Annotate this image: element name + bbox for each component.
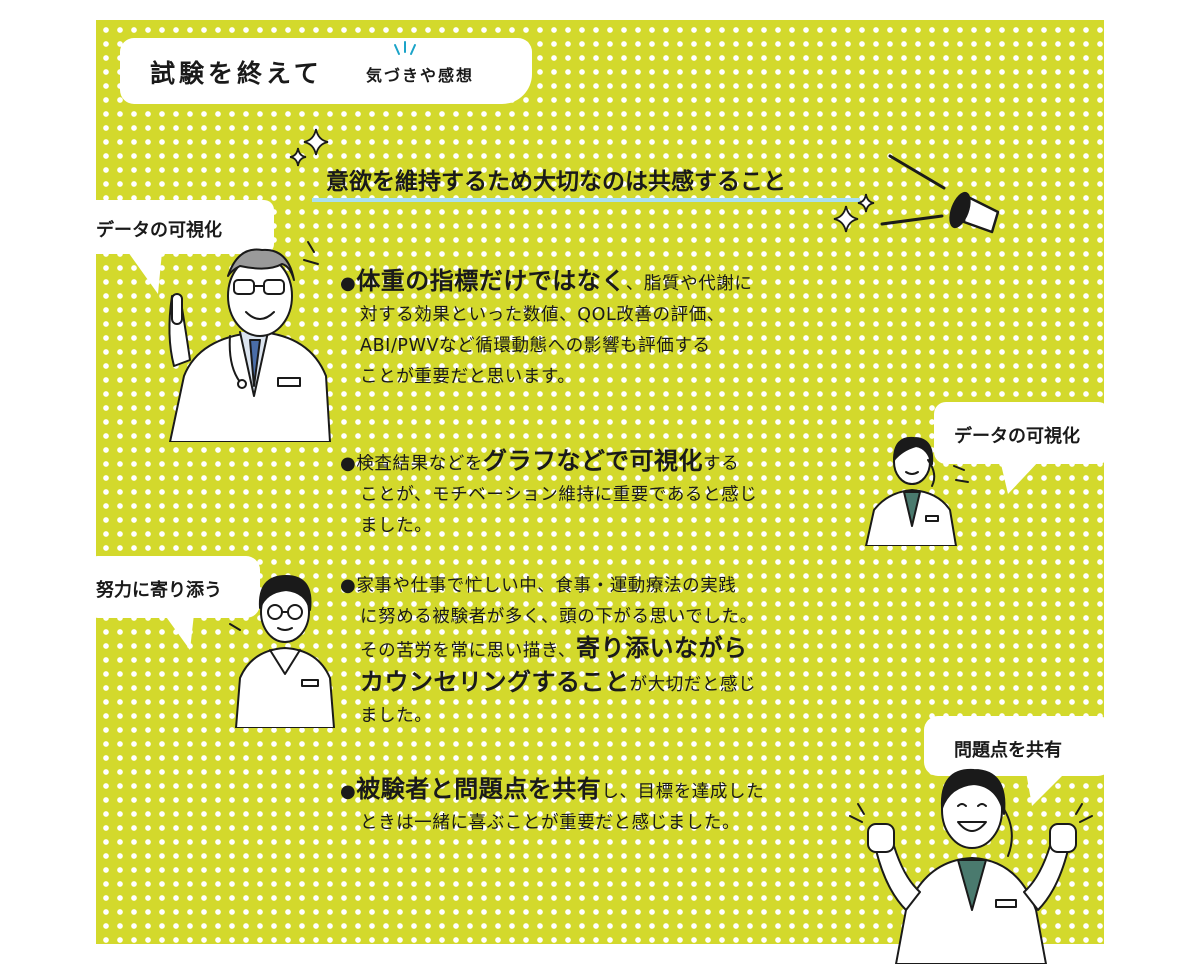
speech-bubble-data-viz-left: データの可視化: [84, 200, 274, 254]
paragraph-text: する: [703, 454, 740, 474]
paragraph-text: に努める被験者が多く、頭の下がる思いでした。: [360, 607, 758, 627]
paragraph-text: ときは一緒に喜ぶことが重要だと感じました。: [360, 813, 741, 833]
page-title: 試験を終えて: [150, 59, 323, 88]
bubble-tail: [164, 614, 194, 650]
headline-underline: [312, 198, 860, 202]
bullet: ●: [340, 575, 357, 596]
dotted-background-panel: [96, 20, 1104, 944]
emphasis-lines-icon: [1075, 803, 1093, 823]
headline: 意欲を維持するため大切なのは共感すること: [326, 169, 786, 195]
bubble-label: データの可視化: [96, 220, 222, 241]
speech-bubble-share: 問題点を共有: [924, 716, 1112, 776]
paragraph-text: 検査結果などを: [356, 454, 484, 474]
paragraph-text: ました。: [360, 516, 433, 536]
sparkle-icon: [289, 128, 329, 167]
paragraph-4: ●被験者と問題点を共有し、目標を達成した ときは一緒に喜ぶことが重要だと感じまし…: [340, 774, 860, 839]
emphasis-text: カウンセリングすること: [360, 668, 630, 696]
doctor-cheering-illustration: [867, 768, 1077, 964]
paragraph-text: ABI/PWVなど循環動態への影響も評価する: [360, 336, 711, 356]
staff-glasses-illustration: [235, 575, 335, 728]
paragraph-text: し、目標を達成した: [601, 782, 765, 802]
bubble-tail: [1000, 460, 1040, 494]
page-subtitle: 気づきや感想: [366, 66, 475, 85]
speech-bubble-effort: 努力に寄り添う: [84, 556, 260, 618]
bubble-label: 努力に寄り添う: [96, 580, 222, 601]
paragraph-1: ●体重の指標だけではなく、脂質や代謝に 対する効果といった数値、QOL改善の評価…: [340, 266, 860, 393]
paragraph-text: 、脂質や代謝に: [625, 274, 753, 294]
emphasis-text: 寄り添いながら: [575, 634, 748, 662]
speech-bubble-data-viz-right: データの可視化: [934, 402, 1110, 464]
emphasis-lines-icon: [303, 241, 319, 265]
paragraph-text: 対する効果といった数値、QOL改善の評価、: [360, 305, 725, 325]
doctor-pointing-illustration: [168, 248, 331, 442]
paragraph-text: ことが重要だと思います。: [360, 367, 576, 387]
bubble-tail: [1026, 772, 1066, 806]
paragraph-text: 家事や仕事で忙しい中、食事・運動療法の実践: [356, 576, 737, 596]
sparkle-icon: [394, 41, 416, 55]
bubble-label: 問題点を共有: [954, 740, 1062, 761]
bubble-tail: [128, 252, 162, 294]
paragraph-3: ●家事や仕事で忙しい中、食事・運動療法の実践 に努める被験者が多く、頭の下がる思…: [340, 570, 860, 732]
emphasis-lines-icon: [849, 803, 865, 823]
bullet: ●: [340, 273, 357, 294]
emphasis-text: 被験者と問題点を共有: [356, 775, 602, 803]
bullet: ●: [340, 781, 357, 802]
bullet: ●: [340, 453, 357, 474]
emphasis-lines-icon: [953, 465, 969, 483]
paragraph-2: ●検査結果などをグラフなどで可視化する ことが、モチベーション維持に重要であると…: [340, 446, 860, 542]
paragraph-text: が大切だと感じ: [629, 675, 757, 695]
emphasis-text: 体重の指標だけではなく: [356, 267, 626, 295]
emphasis-lines-icon: [229, 623, 241, 631]
title-tag: 試験を終えて 気づきや感想: [120, 38, 532, 104]
bubble-label: データの可視化: [954, 426, 1080, 447]
paragraph-text: その苦労を常に思い描き、: [360, 641, 576, 661]
paragraph-text: ことが、モチベーション維持に重要であると感じ: [360, 485, 758, 505]
megaphone-icon: [880, 154, 1000, 234]
paragraph-text: ました。: [360, 706, 433, 726]
doctor-female-illustration: [865, 436, 957, 546]
sparkle-icon: [833, 193, 875, 233]
emphasis-text: グラフなどで可視化: [483, 447, 704, 475]
